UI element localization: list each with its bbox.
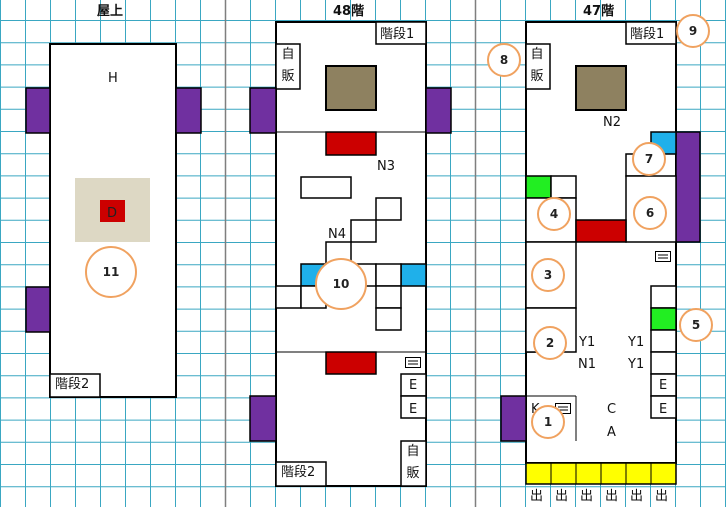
vending-box: [525, 43, 551, 90]
stairs-2-box: [49, 373, 101, 398]
green-cell: [525, 175, 552, 199]
label-y1: Y1: [579, 335, 596, 350]
panel-title-48f: 48階: [333, 4, 365, 19]
purple-elevator-block: [249, 395, 277, 442]
room-cell: [650, 285, 677, 309]
vending-machine-top: 自 販: [279, 47, 297, 85]
red-block: [575, 219, 627, 243]
vending-machine-bottom: 自 販: [404, 444, 422, 482]
vending-box: [400, 440, 427, 487]
olive-block: [575, 65, 627, 111]
exit-label: 出: [555, 489, 569, 504]
vending-char: 自: [406, 444, 420, 459]
panel-title-rooftop: 屋上: [97, 4, 124, 19]
vending-char: 自: [530, 47, 544, 62]
stairs-1-box: [375, 21, 427, 45]
olive-block: [325, 65, 377, 111]
red-block: [325, 131, 377, 156]
room-cell: [375, 307, 402, 331]
vending-char: 販: [406, 466, 420, 481]
label-n3: N3: [377, 159, 395, 174]
marker-6[interactable]: 6: [633, 196, 667, 230]
exit-label: 出: [630, 489, 644, 504]
exit-label: 出: [655, 489, 669, 504]
marker-2[interactable]: 2: [533, 326, 567, 360]
label-a: A: [607, 425, 616, 440]
stairs-1-label: 階段1: [630, 27, 665, 42]
vending-char: 販: [530, 69, 544, 84]
label-y1: Y1: [628, 335, 645, 350]
label-n2: N2: [603, 115, 621, 130]
room-cell: [300, 176, 352, 199]
label-y1: Y1: [628, 357, 645, 372]
label-e: E: [659, 402, 668, 417]
room-cell: [375, 285, 402, 309]
purple-elevator-block: [25, 286, 51, 333]
purple-elevator-block: [425, 87, 452, 134]
room-cell: [375, 263, 402, 287]
purple-elevator-block: [500, 395, 527, 442]
purple-elevator-block: [675, 131, 701, 243]
label-e: E: [409, 378, 418, 393]
marker-5[interactable]: 5: [679, 308, 713, 342]
ticket-machine-icon: [405, 357, 421, 368]
panel-title-47f: 47階: [583, 4, 615, 19]
ticket-machine-icon: [655, 251, 671, 262]
vending-box: [275, 43, 301, 90]
stairs-1-label: 階段1: [380, 27, 415, 42]
marker-3[interactable]: 3: [531, 258, 565, 292]
marker-7[interactable]: 7: [632, 142, 666, 176]
purple-elevator-block: [25, 87, 51, 134]
stairs-2-box: [275, 461, 327, 487]
vending-char: 販: [281, 69, 295, 84]
room-cell: [275, 285, 302, 309]
label-h: H: [108, 71, 118, 86]
red-block: [325, 351, 377, 375]
exit-label: 出: [580, 489, 594, 504]
marker-1[interactable]: 1: [531, 405, 565, 439]
room-cell: [350, 219, 377, 243]
room-cell: [650, 351, 677, 375]
marker-11[interactable]: 11: [85, 246, 137, 298]
marker-8[interactable]: 8: [487, 43, 521, 77]
label-n1: N1: [578, 357, 596, 372]
purple-elevator-block: [175, 87, 202, 134]
marker-9[interactable]: 9: [676, 14, 710, 48]
room-cell: [550, 175, 577, 199]
purple-elevator-block: [249, 87, 277, 134]
label-e: E: [409, 402, 418, 417]
cyan-cell: [400, 263, 427, 287]
vending-machine: 自 販: [528, 47, 546, 85]
green-cell: [650, 307, 677, 331]
exit-label: 出: [605, 489, 619, 504]
marker-10[interactable]: 10: [315, 258, 367, 310]
room-cell: [650, 329, 677, 353]
vending-char: 自: [281, 47, 295, 62]
room-cell: [375, 197, 402, 221]
label-c: C: [607, 402, 617, 417]
label-d: D: [107, 206, 118, 221]
label-n4: N4: [328, 227, 346, 242]
stairs-2-label: 階段2: [55, 377, 90, 392]
marker-4[interactable]: 4: [537, 197, 571, 231]
exit-label: 出: [530, 489, 544, 504]
rooftop-d-cell: [100, 200, 125, 222]
room-cell: [400, 395, 427, 419]
label-e: E: [659, 378, 668, 393]
stairs-2-label: 階段2: [281, 465, 316, 480]
room-cell: [650, 395, 677, 419]
